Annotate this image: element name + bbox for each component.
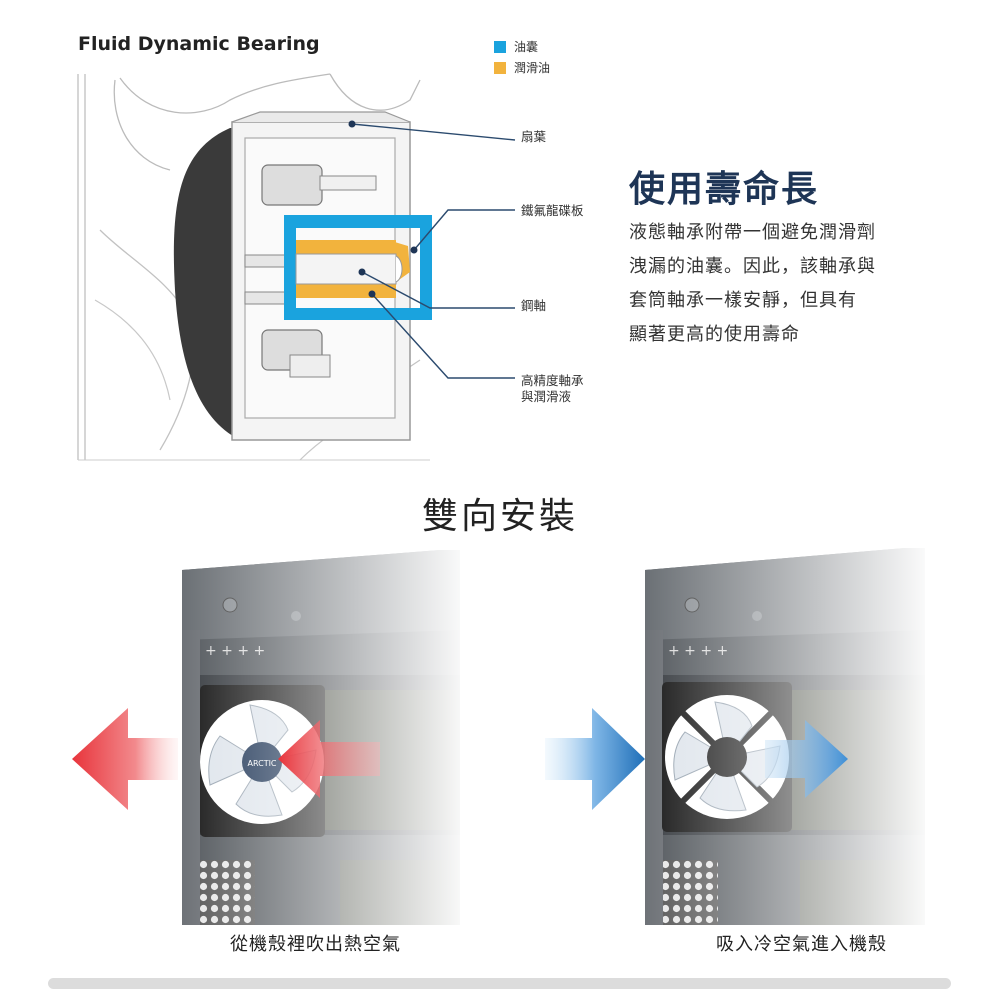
callout-teflon-disc: 鐵氟龍碟板 xyxy=(521,203,584,218)
feature-description-line: 液態軸承附帶一個避免潤滑劑 xyxy=(629,222,876,243)
legend-item-lubricant: 潤滑油 xyxy=(494,59,550,76)
case-right: + + + + xyxy=(645,540,935,930)
installation-illustration: + + + + ARCTIC + + + + xyxy=(72,540,935,930)
legend-swatch-lubricant xyxy=(494,61,506,74)
legend-item-oil-bag: 油囊 xyxy=(494,38,538,55)
legend-label: 油囊 xyxy=(514,40,539,54)
horizontal-scrollbar[interactable] xyxy=(48,978,951,989)
arrow-intake-inner xyxy=(765,720,848,798)
feature-description-line: 套筒軸承一樣安靜，但具有 xyxy=(629,290,857,311)
arrow-exhaust-outer xyxy=(72,708,178,810)
case-left: + + + + ARCTIC xyxy=(182,540,472,930)
callout-bearing-fluid: 高精度軸承 與潤滑液 xyxy=(521,373,584,404)
diagram-title: Fluid Dynamic Bearing xyxy=(78,33,320,55)
arrow-intake-outer xyxy=(545,708,645,810)
caption-exhaust: 從機殼裡吹出熱空氣 xyxy=(230,934,401,955)
bearing-diagram xyxy=(77,73,516,461)
caption-intake: 吸入冷空氣進入機殼 xyxy=(716,934,887,955)
feature-description: 液態軸承附帶一個避免潤滑劑 洩漏的油囊。因此，該軸承與 套筒軸承一樣安靜，但具有… xyxy=(629,216,929,352)
callout-steel-shaft: 鋼軸 xyxy=(521,298,547,313)
feature-description-line: 洩漏的油囊。因此，該軸承與 xyxy=(629,256,876,277)
feature-description-line: 顯著更高的使用壽命 xyxy=(629,324,800,345)
callout-fan-blade: 扇葉 xyxy=(521,129,547,144)
arrow-exhaust-inner xyxy=(278,720,380,798)
legend-swatch-oil-bag xyxy=(494,40,506,53)
feature-title: 使用壽命長 xyxy=(629,169,820,210)
legend-label: 潤滑油 xyxy=(514,61,551,75)
section-title: 雙向安裝 xyxy=(421,496,578,537)
